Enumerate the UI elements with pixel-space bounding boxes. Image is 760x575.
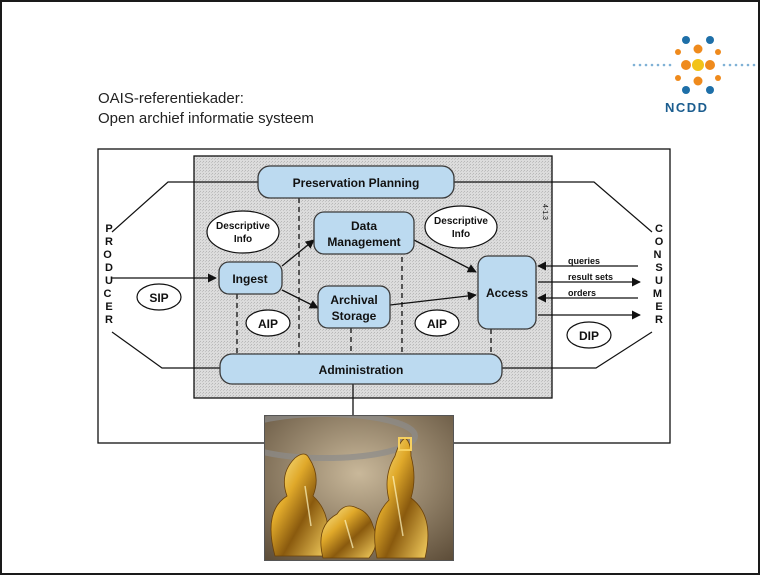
aip-left-ellipse — [245, 309, 291, 337]
archival-storage-box — [317, 285, 391, 329]
svg-text:PRO DUC ER: PRO DUC ER — [103, 223, 115, 326]
descriptive-info-right-label-1: Descriptive — [434, 216, 488, 227]
page-ref-label: 4-1.3 — [541, 204, 548, 220]
access-box — [477, 255, 537, 330]
descriptive-info-right-label-2: Info — [452, 229, 470, 240]
ingest-label: Ingest — [232, 272, 267, 286]
administration-box — [219, 353, 503, 385]
descriptive-info-left-ellipse — [206, 210, 280, 254]
ncdd-logo-icon — [632, 36, 756, 94]
dip-label: DIP — [579, 329, 599, 343]
sip-ellipse — [136, 283, 182, 311]
descriptive-info-left-label-2: Info — [234, 234, 252, 245]
aip-left-label: AIP — [258, 317, 278, 331]
preservation-planning-box — [257, 165, 455, 199]
descriptive-info-right-ellipse — [424, 205, 498, 249]
data-management-label-1: Data — [351, 219, 377, 233]
gold-foil-bags-photo — [264, 415, 454, 561]
archival-storage-label-1: Archival — [330, 293, 377, 307]
data-management-box — [313, 211, 415, 255]
orders-label: orders — [568, 288, 596, 298]
sip-label: SIP — [149, 291, 168, 305]
access-label: Access — [486, 286, 528, 300]
data-management-label-2: Management — [327, 235, 400, 249]
preservation-planning-label: Preservation Planning — [293, 176, 420, 190]
aip-right-ellipse — [414, 309, 460, 337]
ncdd-logo-text: NCDD — [665, 100, 709, 115]
descriptive-info-left-label-1: Descriptive — [216, 221, 270, 232]
administration-label: Administration — [319, 363, 404, 377]
archival-storage-label-2: Storage — [332, 309, 377, 323]
slide-title-line-1: OAIS-referentiekader: — [98, 90, 244, 107]
ingest-box — [218, 261, 283, 295]
aip-right-label: AIP — [427, 317, 447, 331]
svg-text:CON SUM ER: CON SUM ER — [653, 223, 665, 326]
queries-label: queries — [568, 256, 600, 266]
dip-ellipse — [566, 321, 612, 349]
slide-title-line-2: Open archief informatie systeem — [98, 110, 314, 127]
result-sets-label: result sets — [568, 272, 613, 282]
